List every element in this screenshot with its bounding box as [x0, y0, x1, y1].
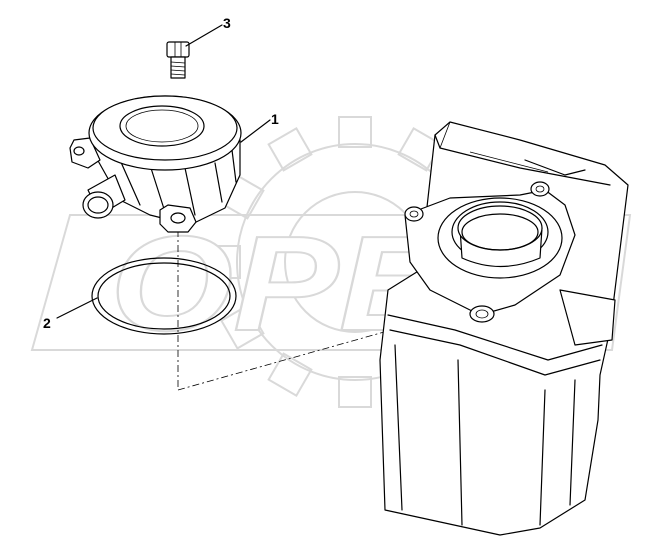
callout-3: 3 [185, 15, 231, 47]
bolt-part-3 [166, 41, 190, 79]
callout-1: 1 [240, 111, 279, 143]
callout-2-label: 2 [43, 315, 51, 331]
callout-2: 2 [43, 297, 98, 331]
tank-housing [379, 121, 629, 536]
callout-3-label: 3 [223, 15, 231, 31]
cover-part-1 [69, 95, 242, 233]
callout-1-label: 1 [271, 111, 279, 127]
o-ring-part-2 [91, 257, 237, 335]
